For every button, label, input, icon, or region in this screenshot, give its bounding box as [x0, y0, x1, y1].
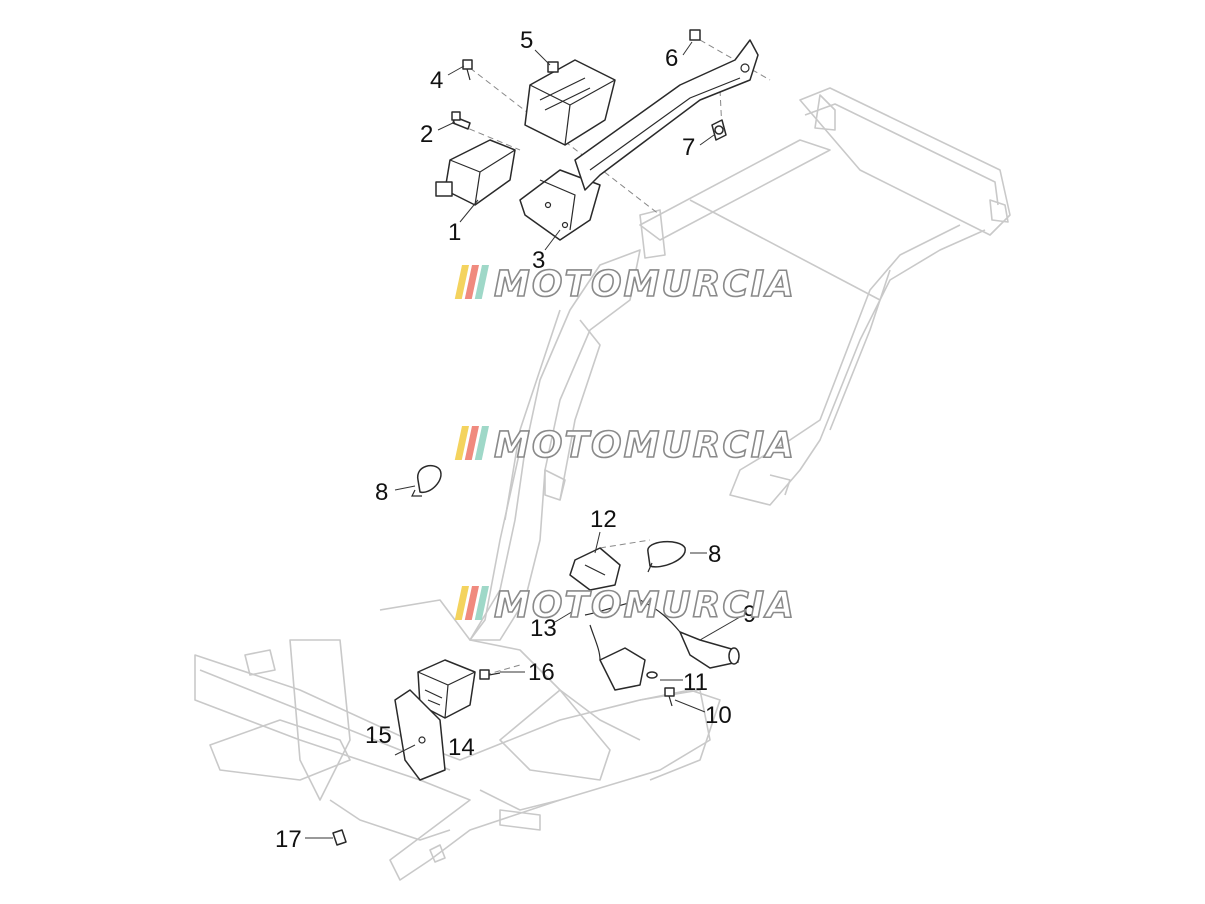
callout-12: 12	[590, 506, 617, 533]
part-16-screw	[479, 669, 501, 680]
callout-7: 7	[682, 134, 695, 161]
callout-numbers: 1 2 3 4 5 6 7 8 8 9 10 11 12 13 14 15 16…	[275, 27, 756, 853]
callout-4: 4	[430, 67, 443, 94]
callout-8a: 8	[375, 479, 388, 506]
callout-10: 10	[705, 702, 732, 729]
watermark-text: MOTOMURCIA	[494, 585, 796, 626]
callout-16: 16	[528, 659, 555, 686]
callout-13: 13	[530, 615, 557, 642]
part-17-bolt	[332, 829, 347, 846]
part-8-cable-clamp-right	[647, 540, 686, 573]
callout-8b: 8	[708, 541, 721, 568]
watermark-top: MOTOMURCIA	[454, 263, 796, 306]
watermark-bottom: MOTOMURCIA	[454, 584, 796, 627]
leader-lines	[305, 41, 741, 839]
callout-15: 15	[365, 722, 392, 749]
callout-14: 14	[448, 734, 475, 761]
watermark-text: MOTOMURCIA	[494, 264, 796, 305]
callout-6: 6	[665, 45, 678, 72]
part-8-cable-clamp-left	[411, 464, 442, 497]
callout-11: 11	[683, 669, 708, 696]
callout-5: 5	[520, 27, 533, 54]
watermark-text: MOTOMURCIA	[494, 425, 796, 466]
part-5-control-unit	[524, 59, 616, 146]
part-4-bolt	[462, 59, 473, 81]
callout-9: 9	[743, 601, 756, 628]
part-10-screw	[664, 687, 675, 707]
part-11-ignition-coil	[584, 599, 658, 691]
callout-3: 3	[532, 247, 545, 274]
part-15-bracket	[394, 689, 446, 781]
scooter-frame	[194, 87, 1011, 881]
callout-2: 2	[420, 121, 433, 148]
watermark-middle: MOTOMURCIA	[454, 424, 796, 467]
callout-17: 17	[275, 826, 302, 853]
part-1-regulator	[435, 139, 516, 206]
part-12-coil-bracket	[569, 547, 621, 591]
part-7-clip	[711, 119, 727, 141]
part-2-bolt	[451, 111, 471, 130]
part-6-support-arm	[574, 29, 759, 191]
callout-1: 1	[448, 219, 461, 246]
part-3-bracket	[519, 169, 601, 241]
